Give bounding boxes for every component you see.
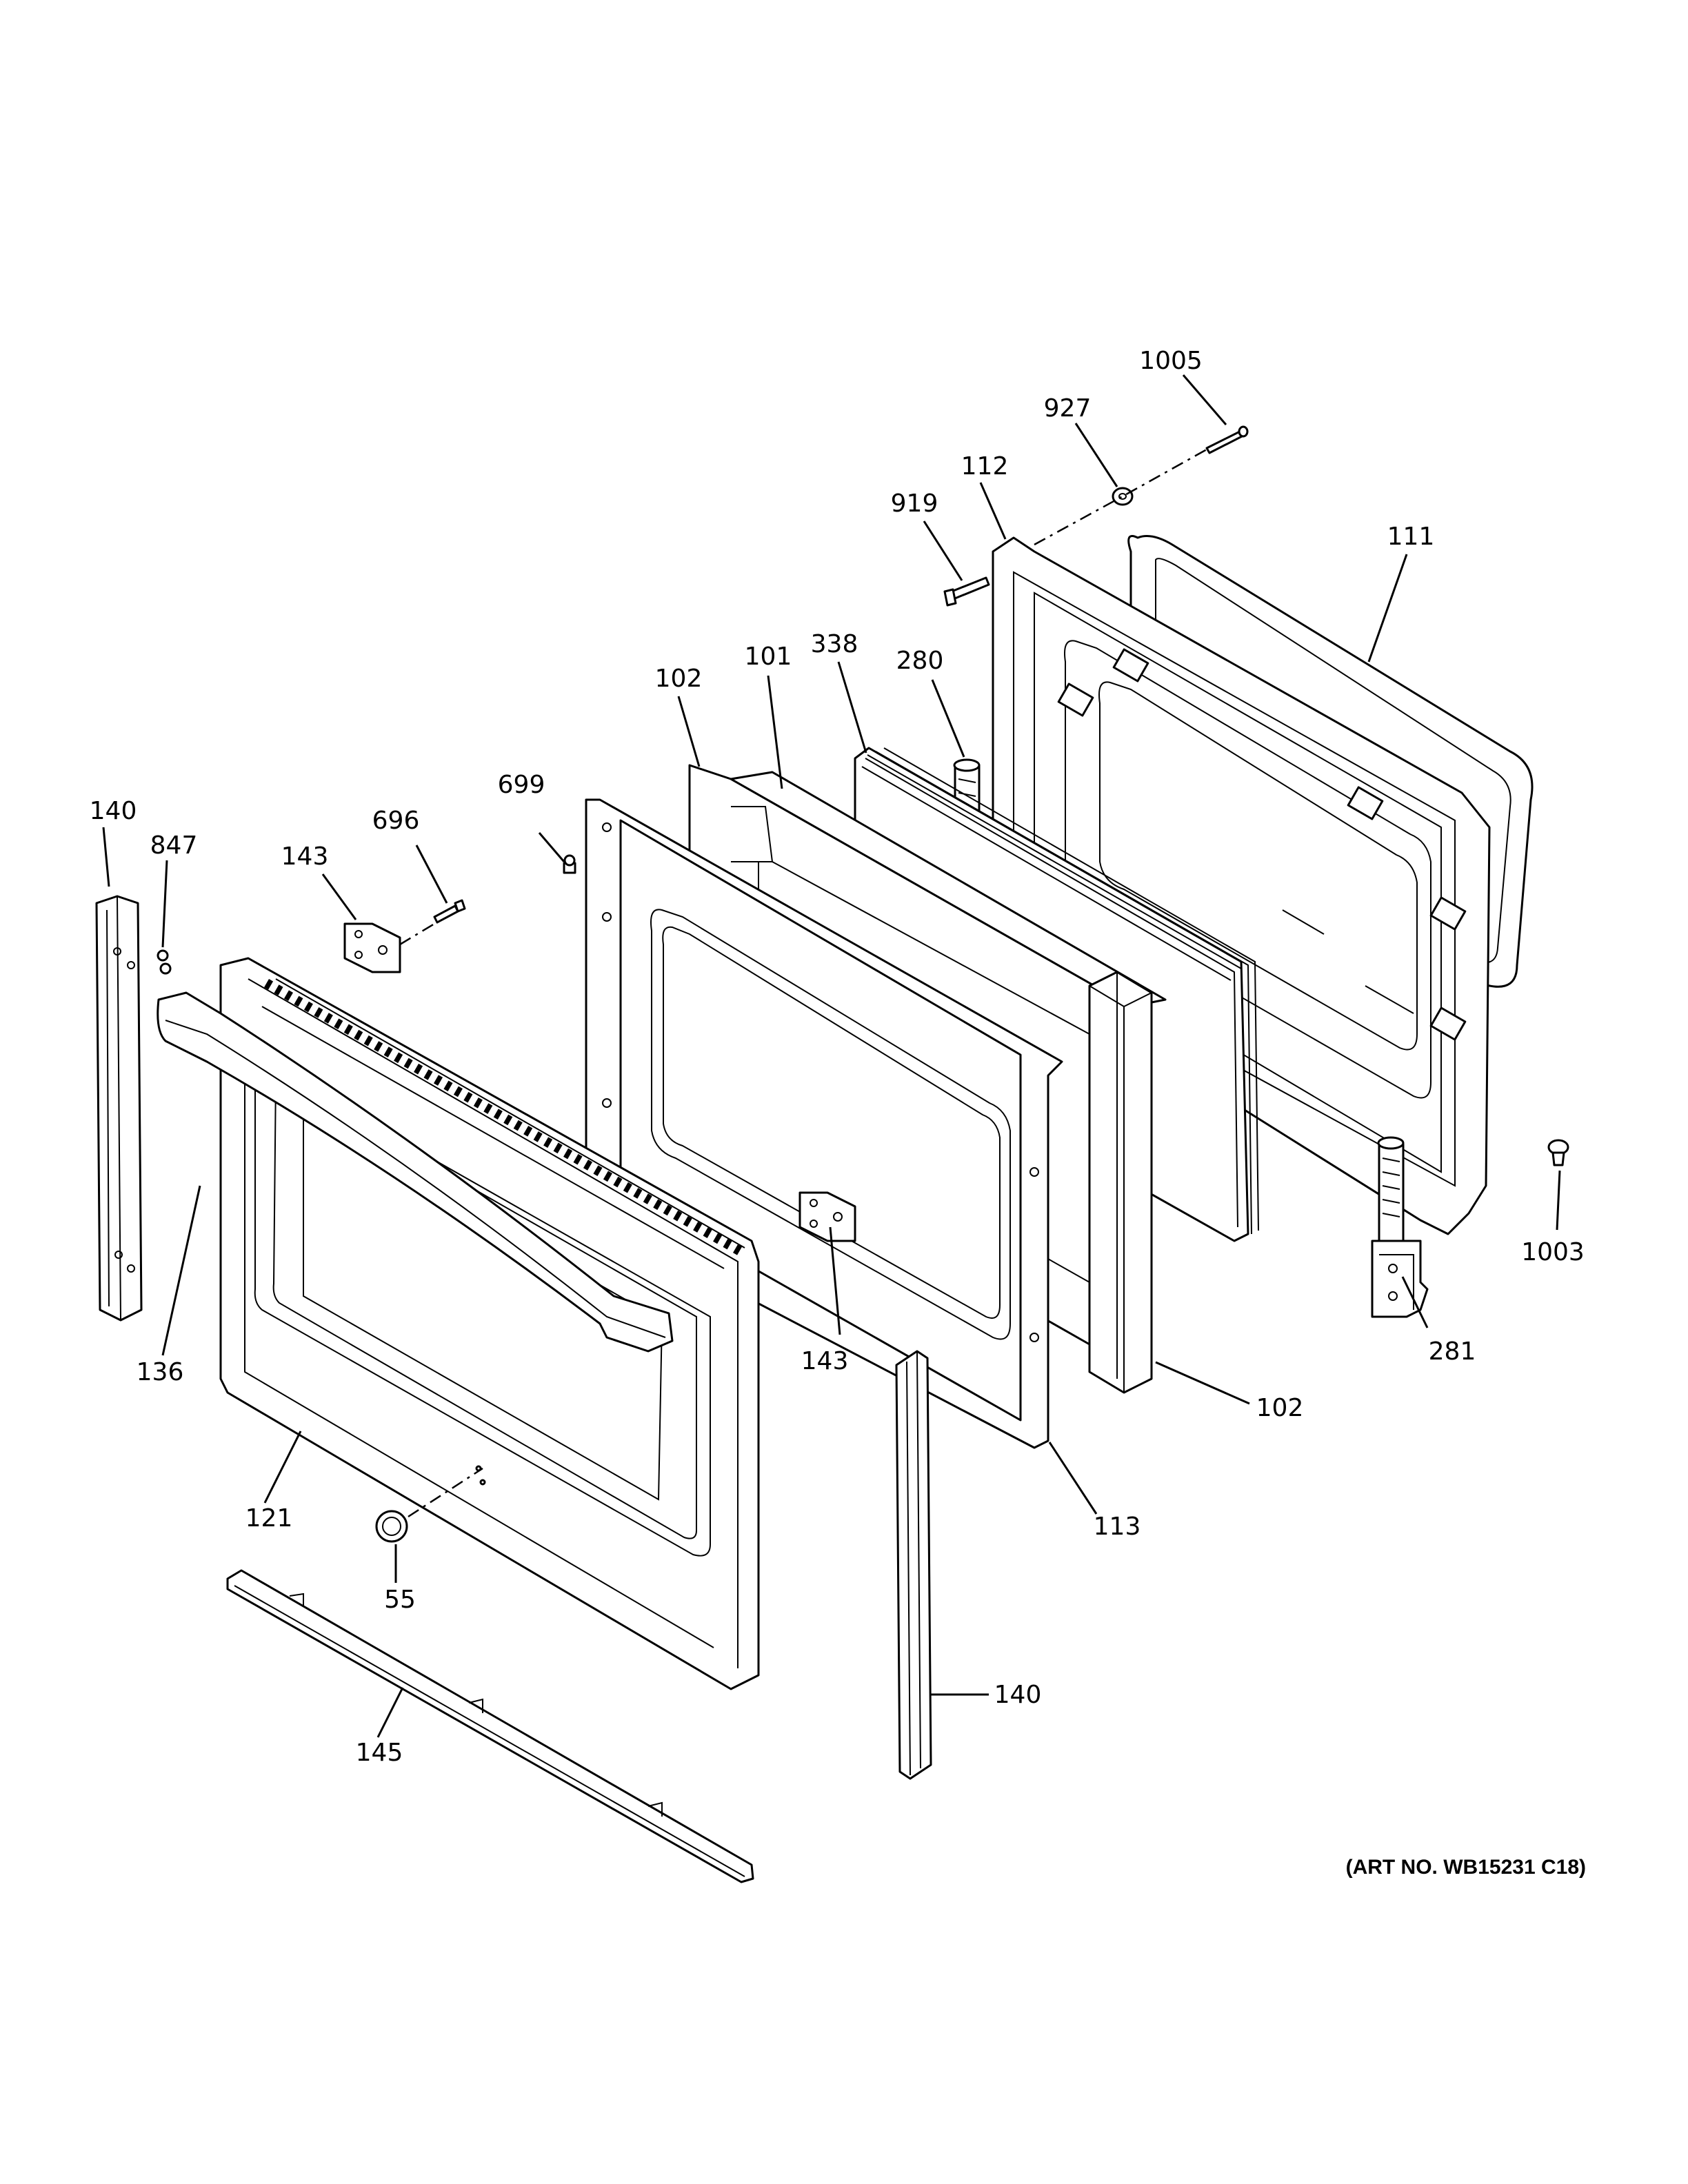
vent-slot	[473, 1098, 483, 1109]
vent-slot	[683, 1216, 692, 1227]
callout-696: 696	[372, 807, 420, 835]
callout-111: 111	[1387, 523, 1435, 551]
vent-slot	[693, 1222, 703, 1233]
vent-slot	[563, 1148, 573, 1160]
vent-slot	[274, 984, 283, 995]
vent-slot	[443, 1080, 453, 1092]
vent-slot	[354, 1029, 363, 1041]
vent-slot	[433, 1075, 443, 1086]
vent-slot	[713, 1233, 723, 1244]
part-55-badge	[375, 1510, 408, 1543]
vent-slot	[703, 1227, 712, 1239]
part-1005-screw	[1205, 425, 1249, 454]
vent-slot	[513, 1120, 523, 1131]
part-140-side-trim-left	[95, 895, 143, 1322]
part-143-hinge-bracket-center	[798, 1191, 856, 1242]
callout-121: 121	[245, 1504, 293, 1533]
part-696-screw	[433, 899, 466, 924]
vent-slot	[603, 1171, 612, 1182]
callout-847: 847	[150, 831, 198, 860]
vent-slot	[323, 1013, 333, 1024]
badge-mount-hole	[475, 1465, 482, 1472]
callout-280: 280	[896, 647, 944, 675]
door-vent-slots	[264, 979, 743, 1255]
callout-55: 55	[384, 1586, 416, 1614]
vent-slot	[423, 1069, 433, 1080]
callout-labels: 1005 927 112 919 111 338 280 101 102 699…	[90, 347, 1585, 1767]
callout-927: 927	[1044, 394, 1092, 423]
callout-102-right: 102	[1256, 1394, 1304, 1422]
vent-slot	[303, 1001, 313, 1013]
part-113-door-liner	[585, 798, 1063, 1449]
vent-slot	[643, 1193, 652, 1204]
vent-slot	[394, 1052, 403, 1064]
vent-slot	[314, 1007, 323, 1018]
part-919-screw	[943, 576, 990, 607]
vent-slot	[613, 1176, 623, 1188]
callout-281: 281	[1429, 1337, 1476, 1366]
vent-slot	[663, 1204, 672, 1216]
part-143-hinge-bracket-left	[343, 922, 401, 973]
vent-slot	[533, 1131, 543, 1142]
vent-slot	[383, 1046, 393, 1058]
vent-slot	[264, 979, 274, 990]
vent-slot	[523, 1125, 533, 1137]
vent-slot	[294, 995, 303, 1007]
vent-slot	[593, 1165, 603, 1176]
bracket-axis-line	[399, 922, 435, 946]
part-102-insulation-block	[1088, 971, 1153, 1394]
vent-slot	[343, 1024, 353, 1035]
vent-slot	[403, 1058, 413, 1069]
callout-143-center: 143	[801, 1347, 849, 1375]
callout-1003: 1003	[1521, 1238, 1585, 1266]
vent-slot	[503, 1114, 513, 1126]
callout-101: 101	[745, 643, 792, 671]
callout-338: 338	[811, 630, 858, 658]
callout-136: 136	[137, 1358, 184, 1386]
vent-slot	[334, 1018, 343, 1029]
part-699-screw	[563, 854, 576, 874]
vent-slot	[633, 1188, 643, 1199]
callout-143-left: 143	[281, 842, 329, 871]
callout-140-bottom: 140	[994, 1681, 1042, 1709]
fastener-axis-line	[1034, 448, 1207, 546]
callout-145: 145	[356, 1739, 403, 1767]
part-145-bottom-trim	[226, 1569, 754, 1883]
vent-slot	[363, 1035, 373, 1046]
part-847-screws	[157, 949, 172, 975]
vent-slot	[453, 1086, 463, 1098]
part-927-washer	[1112, 487, 1134, 506]
vent-slot	[414, 1063, 423, 1075]
vent-slot	[463, 1091, 473, 1103]
callout-102-top: 102	[655, 665, 703, 693]
vent-slot	[573, 1153, 583, 1165]
part-136-door-handle	[157, 991, 674, 1353]
callout-140-left: 140	[90, 797, 137, 825]
part-140-side-trim-bottom	[895, 1350, 932, 1780]
vent-slot	[483, 1103, 493, 1114]
callout-112: 112	[961, 452, 1009, 481]
vent-slot	[623, 1182, 632, 1193]
vent-slot	[553, 1142, 563, 1154]
badge-mount-hole	[479, 1479, 486, 1486]
badge-axis-line	[408, 1467, 483, 1518]
vent-slot	[583, 1160, 593, 1171]
callout-699: 699	[498, 771, 545, 799]
vent-slot	[653, 1199, 663, 1211]
vent-slot	[283, 990, 293, 1002]
callout-113: 113	[1094, 1513, 1141, 1541]
vent-slot	[733, 1244, 743, 1255]
callout-919: 919	[891, 489, 938, 518]
vent-slot	[374, 1041, 383, 1052]
vent-slot	[493, 1109, 503, 1120]
callout-1005: 1005	[1139, 347, 1203, 375]
part-1003-screw	[1547, 1139, 1569, 1166]
vent-slot	[673, 1210, 683, 1222]
vent-slot	[543, 1137, 553, 1148]
vent-slot	[723, 1238, 732, 1250]
leader-lines	[102, 374, 1561, 1738]
art-number: (ART NO. WB15231 C18)	[1346, 1856, 1586, 1879]
